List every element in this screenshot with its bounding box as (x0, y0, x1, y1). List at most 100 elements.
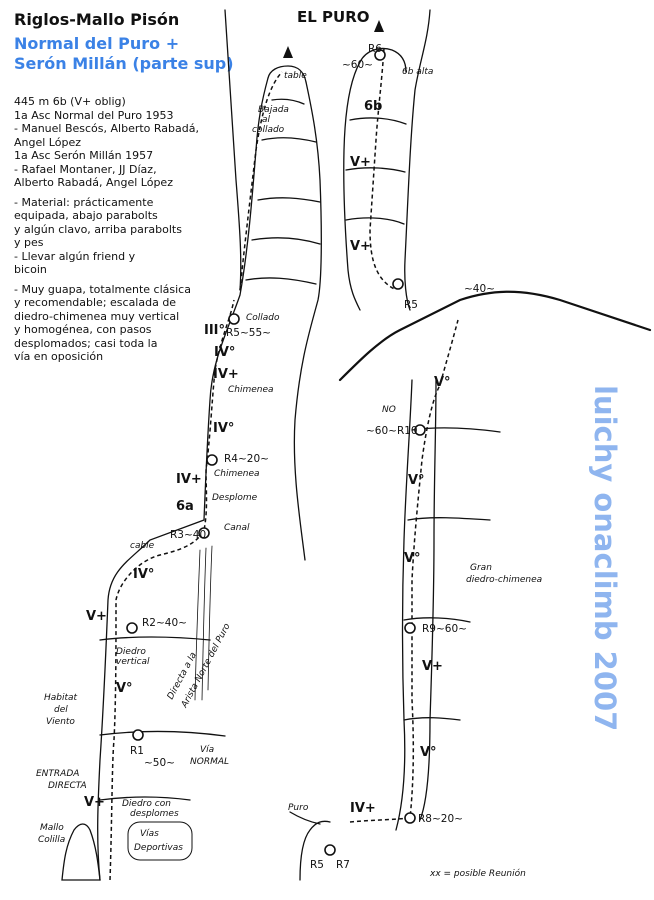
label-no: NO (382, 405, 396, 415)
pison-right-edge (293, 81, 322, 561)
route-normal-del-puro (109, 299, 235, 881)
route-upper-pison (239, 71, 283, 291)
grade-vp-a: V+ (86, 609, 107, 624)
label-r5c: R5 (310, 859, 324, 871)
belays (126, 49, 426, 856)
grade-iii: III° (204, 323, 225, 338)
material-line-2: equipada, abajo parabolts (14, 209, 158, 222)
belay-r3 (198, 527, 210, 539)
label-directa-word: DIRECTA (48, 781, 87, 791)
grade-6b: 6b (364, 99, 382, 114)
label-6b-alta: 6b alta (402, 67, 433, 77)
puro-cap (359, 47, 407, 73)
comment-line-2: y recomendable; escalada de (14, 296, 177, 309)
puro-upper-left (343, 61, 361, 311)
grade-ivp-c: IV+ (350, 801, 376, 816)
watermark: luichy onaclimb 2007 (588, 385, 622, 731)
grade-iv-b: IV° (213, 421, 234, 436)
seron-bands (403, 427, 501, 721)
label-vias-dep-1: Vías (140, 829, 159, 839)
belay-r5 (228, 313, 240, 325)
material-line-3: y algún clavo, arriba parabolts (14, 222, 182, 236)
puro-bands (345, 117, 407, 225)
lower-ledges (99, 636, 226, 801)
topo-labels: EL PURO III° IV° IV+ IV° IV+ 6a IV° V+ V… (36, 8, 542, 879)
grade-vp-c: V+ (350, 155, 371, 170)
label-diedro-desp-1: Diedro con (122, 799, 171, 809)
bring-line-2: bicoin (14, 263, 47, 276)
label-r5: R5~55~ (226, 327, 271, 339)
label-al: al (262, 115, 271, 125)
material-line-1: - Material: prácticamente (14, 195, 154, 209)
grade-ivp-b: IV+ (176, 472, 202, 487)
grade-ivp-a: IV+ (213, 367, 239, 382)
canal-streaks (194, 545, 213, 701)
route-subtitle-line1: Normal del Puro + (14, 34, 180, 53)
grade-6a: 6a (176, 499, 194, 514)
label-bajada: Bajada (258, 105, 289, 115)
grade-vp-e: V+ (422, 659, 443, 674)
first-ascent-seron-people-2: Alberto Rabadá, Angel López (14, 176, 173, 189)
label-mallo: Mallo (40, 823, 64, 833)
label-cable: cable (130, 541, 155, 551)
mallo-colilla (61, 823, 101, 881)
label-entrada: ENTRADA (36, 769, 79, 779)
puro-lower-block (289, 811, 331, 881)
label-diedro-desp-2: desplomes (130, 809, 179, 819)
label-canal: Canal (224, 523, 250, 533)
belay-r7 (324, 844, 336, 856)
grade-vp-b: V+ (84, 795, 105, 810)
arrow-top-left (283, 46, 293, 58)
label-colilla: Colilla (38, 835, 65, 845)
watermark-text: luichy onaclimb 2007 (588, 385, 622, 731)
material-line-4: y pes (14, 236, 44, 249)
pillar-left-flank (224, 9, 242, 291)
label-habitat-3: Viento (46, 717, 75, 727)
comment-line-4: y homogénea, con pasos (14, 323, 152, 336)
label-r6-len: ~60~ (342, 59, 373, 71)
grade-iv-c: IV° (133, 567, 154, 582)
first-ascent-seron-people-1: - Rafael Montaner, JJ Díaz, (14, 162, 157, 176)
label-r4: R4~20~ (224, 453, 269, 465)
label-sup-len: ~40~ (464, 283, 495, 295)
label-posible-reunion: xx = posible Reunión (429, 868, 526, 879)
comment-line-5: desplomados; casi toda la (14, 336, 158, 350)
label-via: Vía (200, 745, 214, 755)
first-ascent-seron: 1a Asc Serón Millán 1957 (14, 149, 154, 162)
grade-iv-a: IV° (214, 345, 235, 360)
length-grade: 445 m 6b (V+ oblig) (14, 95, 126, 108)
belay-r10 (414, 424, 426, 436)
first-ascent-normal: 1a Asc Normal del Puro 1953 (14, 108, 174, 122)
label-table: table (284, 71, 307, 81)
label-r1: R1 (130, 745, 144, 757)
label-diedro-chimenea: diedro-chimenea (466, 575, 542, 585)
route-title: Riglos-Mallo Pisón (14, 10, 180, 29)
arrow-top-right (374, 20, 384, 32)
belay-r8 (404, 812, 416, 824)
belay-r2 (126, 622, 138, 634)
label-r1-len: ~50~ (144, 757, 175, 769)
route-subtitle-line2: Serón Millán (parte sup) (14, 54, 234, 73)
belay-r4 (206, 454, 218, 466)
label-r9: R9~60~ (422, 623, 467, 635)
label-r8: R8~20~ (418, 813, 463, 825)
grade-v-c: V° (408, 473, 425, 488)
label-collado: Collado (246, 313, 280, 323)
puro-left-edge (404, 9, 431, 311)
el-puro-label: EL PURO (297, 8, 370, 26)
route-notes: 445 m 6b (V+ oblig) 1a Asc Normal del Pu… (14, 95, 234, 364)
first-ascent-normal-people-2: Angel López (14, 135, 81, 149)
first-ascent-normal-people-1: - Manuel Bescós, Alberto Rabadá, (14, 122, 199, 135)
belay-r9 (404, 622, 416, 634)
vias-deportivas-box (127, 821, 193, 861)
label-puro: Puro (288, 803, 309, 813)
comment-line-1: - Muy guapa, totalmente clásica (14, 282, 191, 296)
label-r10: ~60~R10 (366, 425, 418, 437)
seron-left-edge (395, 379, 413, 831)
label-habitat-1: Habitat (44, 693, 78, 703)
label-vias-dep-2: Deportivas (134, 843, 183, 853)
label-gran: Gran (470, 563, 492, 573)
label-diedro: Diedro (116, 647, 146, 657)
belay-r6 (374, 49, 386, 61)
